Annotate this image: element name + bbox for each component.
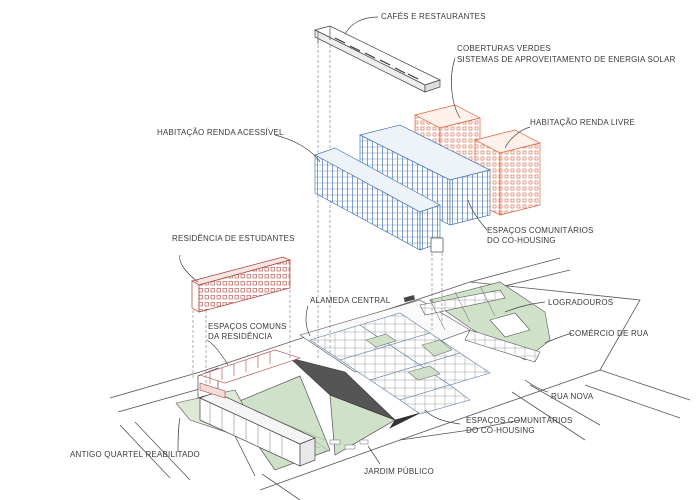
label-cohousing-lower-1: ESPAÇOS COMUNITÁRIOS — [466, 416, 573, 425]
label-free-housing: HABITAÇÃO RENDA LIVRE — [530, 118, 635, 127]
label-new-street: RUA NOVA — [551, 392, 594, 401]
label-residence-common-2: DA RESIDÊNCIA — [208, 332, 273, 341]
label-residence-common-1: ESPAÇOS COMUNS — [208, 322, 287, 331]
site-blocks-lower — [289, 299, 491, 429]
label-affordable-housing: HABITAÇÃO RENDA ACESSÍVEL — [157, 128, 284, 137]
cafes-restaurants-level — [314, 25, 441, 201]
label-solar-systems: SISTEMAS DE APROVEITAMENTO DE ENERGIA SO… — [457, 55, 676, 64]
annotation-leaders — [177, 16, 573, 465]
label-central-avenue: ALAMEDA CENTRAL — [310, 296, 391, 305]
label-cohousing-lower-2: DO CO-HOUSING — [466, 426, 535, 435]
label-green-roofs: COBERTURAS VERDES — [457, 44, 551, 53]
label-cohousing-upper-2: DO CO-HOUSING — [487, 236, 556, 245]
label-public-garden: JARDIM PÚBLICO — [364, 467, 434, 476]
courtyards-block — [403, 281, 551, 363]
residence-common-base — [199, 349, 301, 399]
label-courtyards: LOGRADOUROS — [548, 298, 614, 307]
label-student-residence: RESIDÊNCIA DE ESTUDANTES — [172, 234, 295, 243]
label-old-barracks: ANTIGO QUARTEL REABILITADO — [70, 450, 200, 459]
label-cohousing-upper-1: ESPAÇOS COMUNITÁRIOS — [487, 226, 594, 235]
student-residence-building — [191, 256, 292, 313]
affordable-housing — [314, 124, 492, 253]
label-street-commerce: COMÉRCIO DE RUA — [569, 329, 649, 338]
label-cafes-restaurants: CAFÉS E RESTAURANTES — [381, 12, 486, 21]
